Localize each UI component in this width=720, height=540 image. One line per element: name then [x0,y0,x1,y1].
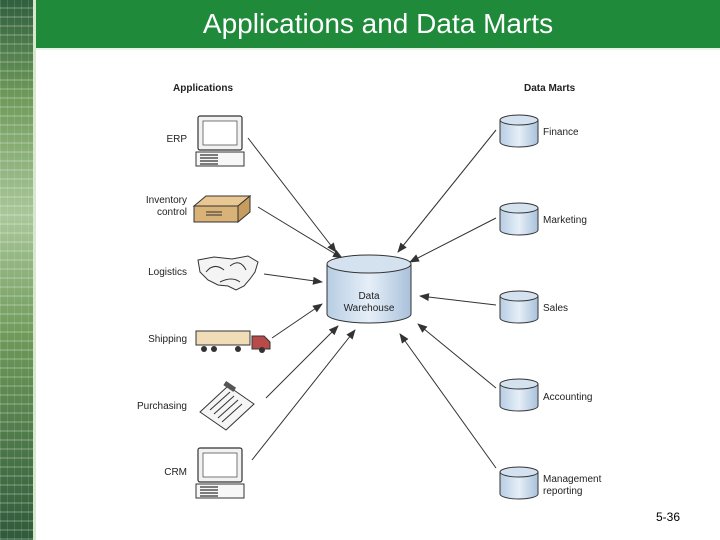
clipboard-icon [199,380,255,431]
warehouse-label-line1: Data [358,291,380,302]
box-icon [192,194,252,224]
us-map-icon [197,255,259,291]
arrow-application-to-warehouse [257,206,343,259]
arrow-application-to-warehouse [251,329,356,461]
application-crm: CRM [164,447,245,499]
application-label-crm: CRM [164,467,187,478]
data-mart-label-management-line1: Management [543,474,602,485]
decorative-side-strip [0,0,36,540]
applications-heading: Applications [173,83,233,94]
data-mart-label-accounting: Accounting [543,392,592,403]
application-label-purchasing: Purchasing [137,401,187,412]
data-mart-label-marketing: Marketing [543,215,587,226]
data-mart-label-management-line2: reporting [543,486,582,497]
data-mart-management-reporting: Management reporting [499,466,602,500]
arrows-group [247,129,497,469]
data-mart-accounting: Accounting [499,378,592,412]
application-label-inventory-line1: Inventory [146,195,187,206]
data-mart-marketing: Marketing [499,202,587,236]
application-inventory-control: Inventory control [146,194,252,224]
arrow-data-mart-to-warehouse [417,323,497,389]
arrow-application-to-warehouse [263,273,323,285]
application-label-erp: ERP [166,134,187,145]
data-warehouse-cylinder: Data Warehouse [326,254,412,324]
arrow-application-to-warehouse [247,137,337,253]
arrow-data-mart-to-warehouse [399,333,497,469]
arrow-data-mart-to-warehouse [397,129,497,253]
circuit-pattern [0,0,36,540]
slide-title: Applications and Data Marts [202,8,554,39]
data-mart-sales: Sales [499,290,568,324]
application-purchasing: Purchasing [137,380,255,431]
title-underline [36,48,720,50]
arrow-application-to-warehouse [265,325,339,399]
arrow-data-mart-to-warehouse [409,217,497,263]
page-number: 5-36 [655,510,680,524]
application-logistics: Logistics [148,255,259,291]
truck-icon [195,330,271,353]
application-shipping: Shipping [148,330,271,353]
application-label-logistics: Logistics [148,267,187,278]
warehouse-label-line2: Warehouse [344,303,395,314]
computer-icon [195,447,245,499]
strip-edge [33,0,36,540]
data-mart-label-sales: Sales [543,303,568,314]
computer-icon [195,115,245,167]
arrow-data-mart-to-warehouse [419,293,497,306]
application-erp: ERP [166,115,245,167]
data-mart-finance: Finance [499,114,579,148]
application-label-inventory-line2: control [157,207,187,218]
data-mart-label-finance: Finance [543,127,579,138]
application-label-shipping: Shipping [148,334,187,345]
arrow-application-to-warehouse [271,303,323,339]
title-bar: Applications and Data Marts [36,0,720,50]
data-marts-heading: Data Marts [524,83,576,94]
